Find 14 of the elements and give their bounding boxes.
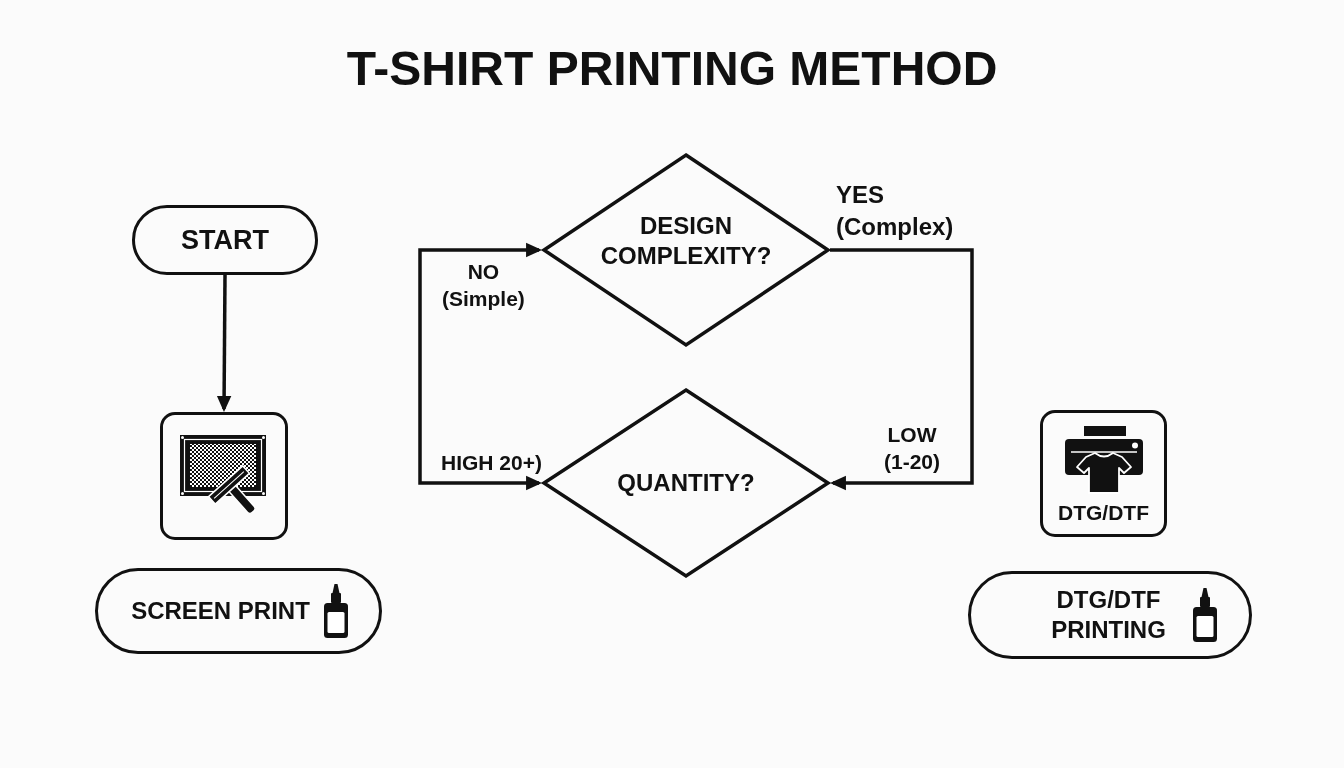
arrow bbox=[418, 242, 543, 491]
decision-diamond bbox=[542, 388, 830, 578]
arrow bbox=[829, 248, 974, 491]
process-box bbox=[1040, 410, 1167, 537]
node-label: SCREEN PRINT bbox=[131, 596, 310, 626]
diagram-title: T-SHIRT PRINTING METHOD bbox=[346, 41, 998, 97]
node-label: DTG/DTF bbox=[1058, 501, 1149, 525]
node-label: DTG/DTF PRINTING bbox=[1051, 585, 1166, 645]
node-label: START bbox=[181, 224, 269, 256]
node-label: QUANTITY? bbox=[617, 468, 755, 498]
process-box bbox=[160, 412, 288, 540]
arrow bbox=[216, 275, 232, 413]
node-label: DESIGN COMPLEXITY? bbox=[600, 211, 772, 271]
decision-diamond bbox=[542, 153, 830, 347]
